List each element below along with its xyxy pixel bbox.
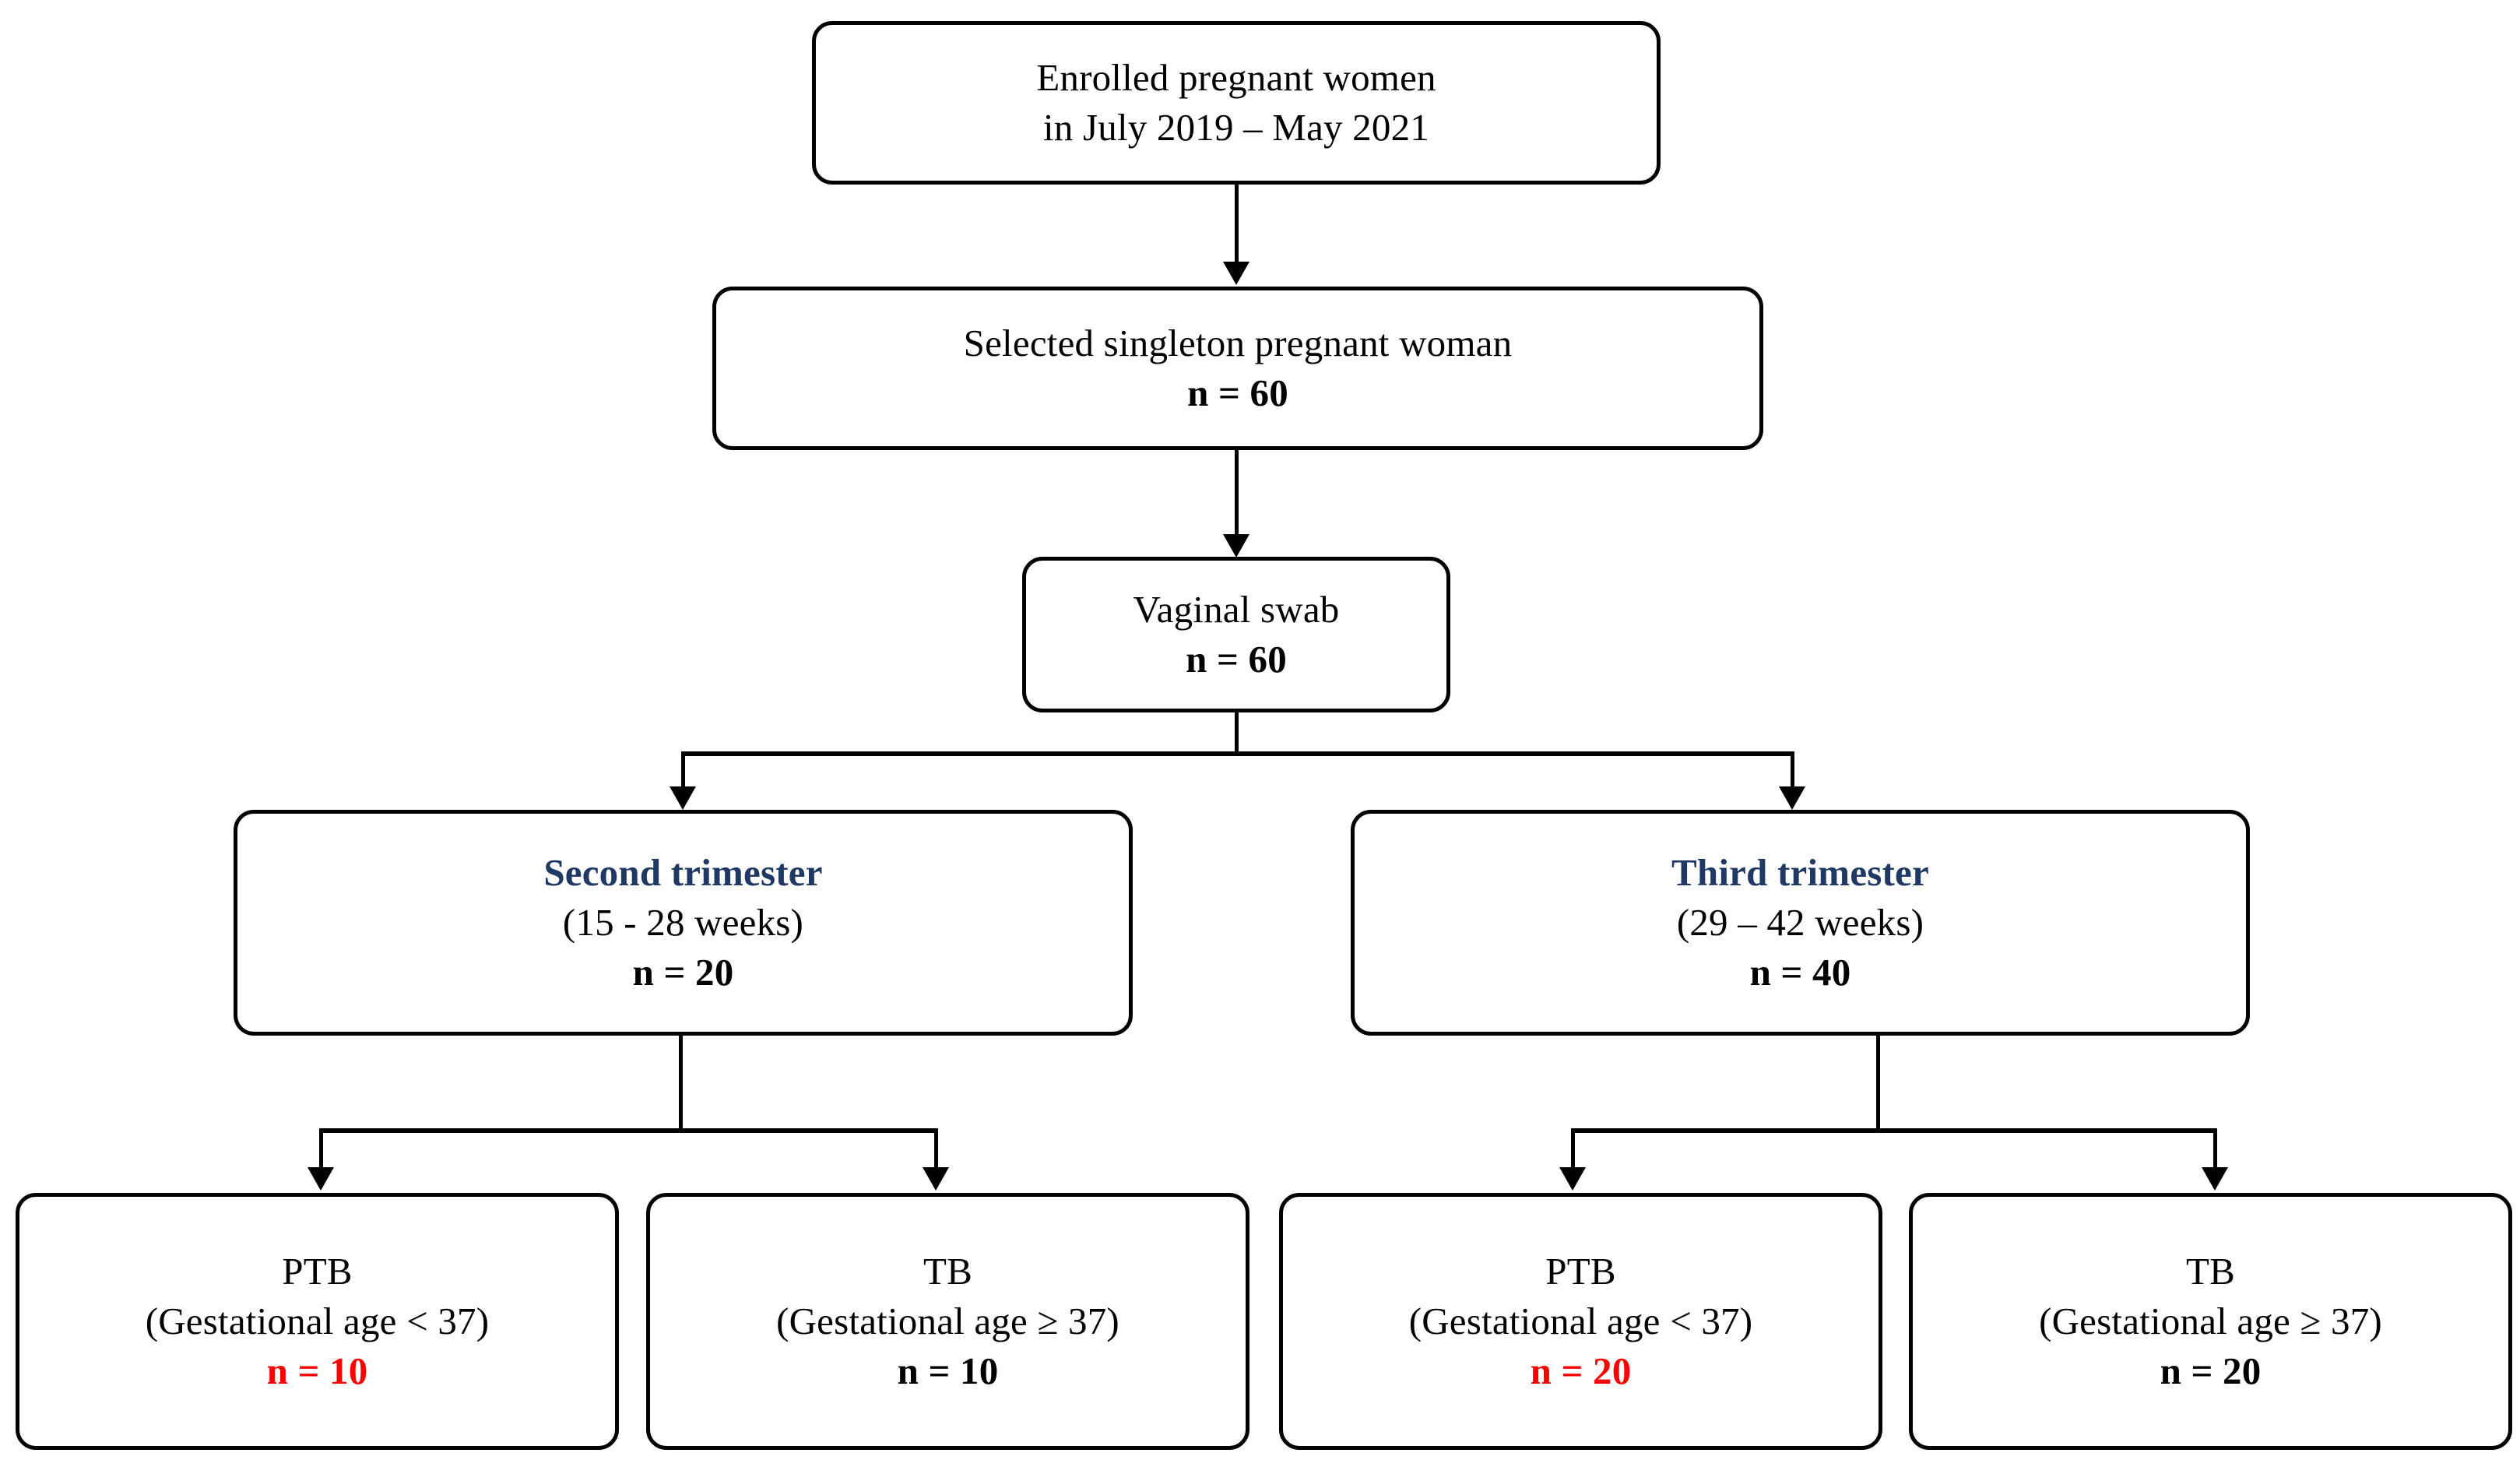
connector-third-trimester-split-bar xyxy=(1571,1128,2217,1133)
enrolled-line-2: in July 2019 – May 2021 xyxy=(1043,106,1429,149)
connector-second-ptb-arm xyxy=(319,1128,323,1169)
third-trimester-count: n = 40 xyxy=(1749,950,1851,994)
connector-swab-left-arm xyxy=(681,751,685,789)
second-tb-count: n = 10 xyxy=(897,1349,999,1392)
third-tb-count: n = 20 xyxy=(2160,1349,2262,1392)
connector-swab-stem xyxy=(1235,712,1239,756)
second-trimester-count: n = 20 xyxy=(632,950,734,994)
third-ptb-criteria: (Gestational age < 37) xyxy=(1408,1300,1753,1343)
selected-line-1: Selected singleton pregnant woman xyxy=(963,322,1513,365)
node-third-trimester: Third trimester (29 – 42 weeks) n = 40 xyxy=(1351,810,2250,1036)
second-tb-criteria: (Gestational age ≥ 37) xyxy=(776,1300,1119,1343)
second-ptb-count: n = 10 xyxy=(266,1349,368,1392)
third-tb-title: TB xyxy=(2185,1250,2235,1293)
second-trimester-title: Second trimester xyxy=(543,851,823,895)
connector-third-tb-arm xyxy=(2213,1128,2217,1169)
connector-enrolled-to-selected xyxy=(1235,185,1239,263)
connector-third-trimester-stem xyxy=(1876,1036,1880,1133)
node-enrolled-pregnant-women: Enrolled pregnant women in July 2019 – M… xyxy=(812,21,1661,185)
node-second-ptb: PTB (Gestational age < 37) n = 10 xyxy=(16,1193,619,1450)
arrowhead-to-second-trimester xyxy=(670,786,696,810)
swab-count: n = 60 xyxy=(1186,638,1287,681)
third-tb-criteria: (Gestational age ≥ 37) xyxy=(2039,1300,2382,1343)
connector-third-ptb-arm xyxy=(1571,1128,1575,1169)
selected-count: n = 60 xyxy=(1187,371,1288,414)
node-third-tb: TB (Gestational age ≥ 37) n = 20 xyxy=(1909,1193,2512,1450)
connector-second-trimester-stem xyxy=(679,1036,683,1133)
connector-swab-split-bar xyxy=(681,751,1794,756)
arrowhead-selected-to-swab xyxy=(1223,534,1249,558)
third-ptb-title: PTB xyxy=(1545,1250,1616,1293)
node-vaginal-swab: Vaginal swab n = 60 xyxy=(1022,557,1450,712)
third-trimester-title: Third trimester xyxy=(1671,851,1929,895)
node-selected-singleton: Selected singleton pregnant woman n = 60 xyxy=(712,287,1763,450)
arrowhead-enrolled-to-selected xyxy=(1223,262,1249,285)
third-ptb-count: n = 20 xyxy=(1530,1349,1632,1392)
arrowhead-to-third-trimester xyxy=(1779,786,1805,810)
connector-swab-right-arm xyxy=(1791,751,1794,789)
arrowhead-to-third-tb xyxy=(2202,1167,2228,1191)
second-tb-title: TB xyxy=(923,1250,972,1293)
connector-second-trimester-split-bar xyxy=(319,1128,938,1133)
swab-line-1: Vaginal swab xyxy=(1133,588,1340,631)
connector-selected-to-swab xyxy=(1235,450,1239,536)
third-trimester-weeks: (29 – 42 weeks) xyxy=(1676,901,1924,945)
arrowhead-to-second-ptb xyxy=(308,1167,334,1191)
second-trimester-weeks: (15 - 28 weeks) xyxy=(562,901,804,945)
second-ptb-title: PTB xyxy=(282,1250,353,1293)
node-third-ptb: PTB (Gestational age < 37) n = 20 xyxy=(1279,1193,1882,1450)
second-ptb-criteria: (Gestational age < 37) xyxy=(145,1300,490,1343)
enrolled-line-1: Enrolled pregnant women xyxy=(1036,56,1436,100)
arrowhead-to-second-tb xyxy=(923,1167,949,1191)
connector-second-tb-arm xyxy=(934,1128,938,1169)
node-second-trimester: Second trimester (15 - 28 weeks) n = 20 xyxy=(234,810,1133,1036)
node-second-tb: TB (Gestational age ≥ 37) n = 10 xyxy=(646,1193,1249,1450)
arrowhead-to-third-ptb xyxy=(1559,1167,1586,1191)
